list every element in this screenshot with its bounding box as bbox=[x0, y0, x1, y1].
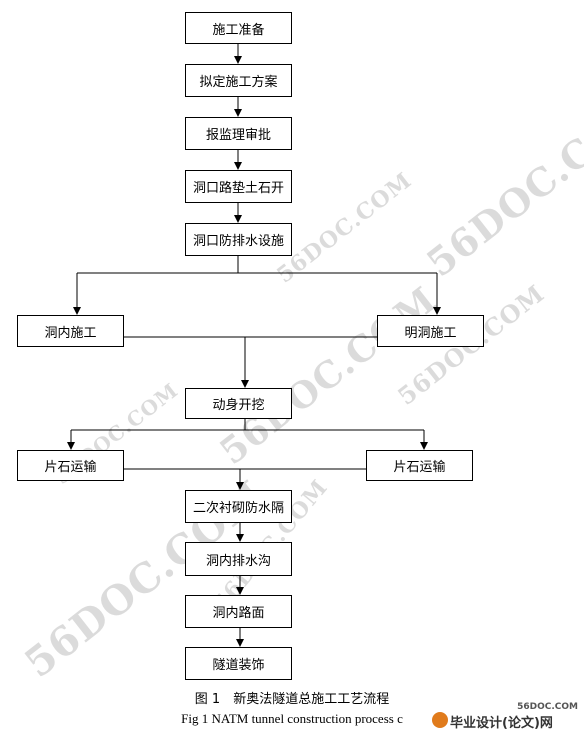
node-plan: 拟定施工方案 bbox=[185, 64, 292, 97]
node-rubble-right: 片石运输 bbox=[366, 450, 473, 481]
node-drain-ditch: 洞内排水沟 bbox=[185, 542, 292, 576]
node-road-surface: 洞内路面 bbox=[185, 595, 292, 628]
logo-domain: 56DOC.COM bbox=[517, 702, 578, 712]
logo-name: 毕业设计(论文)网 bbox=[450, 716, 553, 731]
node-rubble-left: 片石运输 bbox=[17, 450, 124, 481]
node-inside-construction: 洞内施工 bbox=[17, 315, 124, 347]
node-prepare: 施工准备 bbox=[185, 12, 292, 44]
logo-mark-icon bbox=[432, 712, 448, 728]
node-decoration: 隧道装饰 bbox=[185, 647, 292, 680]
node-approval: 报监理审批 bbox=[185, 117, 292, 150]
figure-caption-english: Fig 1 NATM tunnel construction process c bbox=[181, 711, 403, 726]
node-open-cut: 明洞施工 bbox=[377, 315, 484, 347]
figure-caption-chinese: 图 1 新奥法隧道总施工工艺流程 bbox=[194, 692, 390, 707]
node-excavation: 动身开挖 bbox=[185, 388, 292, 419]
node-portal-drainage: 洞口防排水设施 bbox=[185, 223, 292, 256]
node-portal-fill: 洞口路垫土石开 bbox=[185, 170, 292, 203]
site-logo: 56DOC.COM 毕业设计(论文)网 bbox=[430, 702, 584, 735]
node-secondary-lining: 二次衬砌防水隔 bbox=[185, 490, 292, 523]
